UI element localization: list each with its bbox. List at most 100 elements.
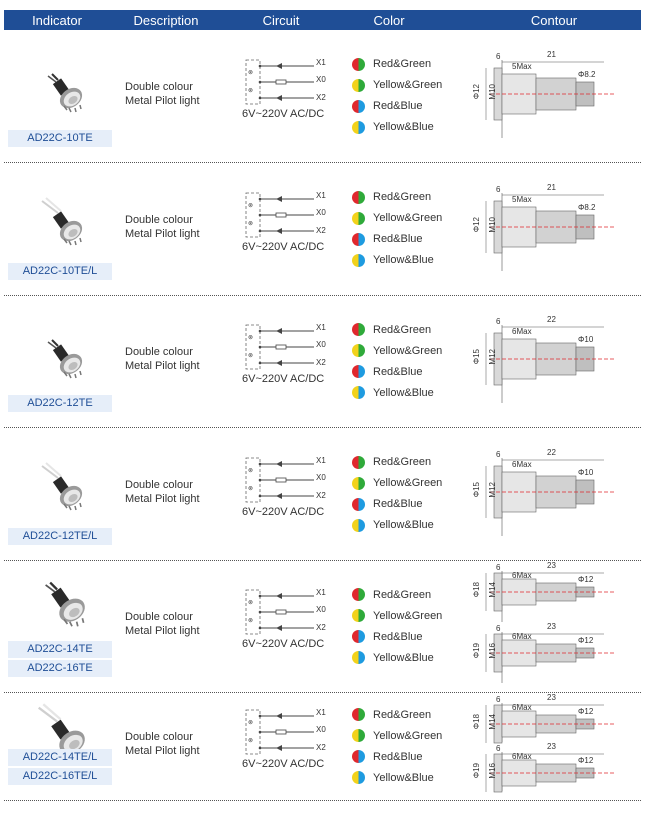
color-item: Red&Blue [352, 626, 462, 647]
color-dot-icon [352, 365, 365, 378]
description-line: Double colour [125, 213, 193, 226]
voltage-range: 6V~220V AC/DC [242, 373, 325, 385]
color-dot-icon [352, 497, 365, 511]
terminal-label: X1 [316, 190, 326, 200]
part-number-label: AD22C-16TE [8, 660, 112, 677]
dim-lens-diameter: Φ12 [578, 575, 594, 584]
part-number-label: AD22C-10TE [8, 130, 112, 147]
color-item: Red&Blue [352, 494, 462, 515]
dim-lens-diameter: Φ10 [578, 335, 594, 344]
color-dot-icon [352, 386, 365, 399]
dim-bezel-diameter: Φ12 [472, 83, 481, 99]
product-photo [34, 571, 94, 631]
dim-panel-max: 6Max [512, 327, 532, 336]
color-label: Yellow&Blue [373, 386, 434, 399]
color-item: Red&Green [352, 452, 462, 473]
color-label: Red&Blue [373, 100, 423, 112]
voltage-range: 6V~220V AC/DC [242, 638, 325, 650]
dim-total-length: 23 [547, 693, 556, 702]
terminal-label: X1 [316, 455, 326, 465]
part-number-box: AD22C-10TE [8, 130, 112, 149]
terminal-label: X1 [316, 588, 326, 597]
color-item: Red&Green [352, 54, 462, 75]
color-item: Red&Green [352, 704, 462, 725]
color-item: Yellow&Blue [352, 250, 462, 271]
header-contour: Contour [530, 12, 578, 28]
dim-total-length: 23 [547, 742, 556, 751]
color-item: Red&Blue [352, 746, 462, 767]
color-item: Red&Blue [352, 229, 462, 250]
color-label: Yellow&Green [373, 609, 443, 622]
header-color: Color [373, 12, 405, 28]
color-dot-icon [352, 750, 365, 763]
dim-thread-size: M16 [488, 763, 497, 779]
voltage-range: 6V~220V AC/DC [242, 240, 325, 253]
color-dot-icon [352, 630, 365, 643]
dim-thread-size: M10 [488, 83, 497, 100]
circuit-diagram: ⊗ ⊗ [242, 456, 332, 504]
product-photo [34, 193, 94, 253]
color-label: Yellow&Blue [373, 519, 434, 531]
svg-text:⊗: ⊗ [248, 618, 253, 624]
dim-bezel-diameter: Φ19 [472, 763, 481, 779]
terminal-label: X0 [316, 74, 326, 84]
svg-text:⊗: ⊗ [248, 486, 253, 492]
terminal-label: X2 [316, 623, 326, 632]
dim-lens-diameter: Φ12 [578, 756, 594, 765]
voltage-range: 6V~220V AC/DC [242, 107, 325, 120]
color-label: Yellow&Green [373, 477, 443, 489]
part-number-label: AD22C-14TE/L [8, 749, 112, 766]
dim-panel-max: 6Max [512, 571, 532, 580]
color-dot-icon [352, 99, 365, 113]
description-line: Metal Pilot light [125, 360, 200, 372]
terminal-label: X1 [316, 708, 326, 717]
circuit-diagram: ⊗ ⊗ [242, 588, 332, 636]
color-label: Red&Blue [373, 233, 423, 245]
product-photo [34, 326, 94, 386]
color-item: Red&Green [352, 319, 462, 340]
terminal-label: X0 [316, 472, 326, 482]
circuit-diagram: ⊗ ⊗ [242, 191, 332, 239]
svg-text:⊗: ⊗ [248, 335, 253, 341]
product-photo [34, 703, 94, 763]
terminal-label: X1 [316, 57, 326, 67]
part-number-label: AD22C-12TE [8, 395, 112, 412]
color-label: Red&Green [373, 456, 432, 468]
description-line: Metal Pilot light [125, 94, 200, 107]
color-dot-icon [352, 588, 365, 601]
color-dot-icon [352, 708, 365, 721]
description-line: Double colour [125, 611, 193, 623]
color-item: Red&Blue [352, 96, 462, 117]
dim-total-length: 22 [547, 315, 556, 324]
color-dot-icon [352, 253, 365, 267]
color-item: Yellow&Green [352, 340, 462, 361]
dim-panel-max: 6Max [512, 703, 532, 712]
color-label: Yellow&Blue [373, 651, 434, 664]
color-dot-icon [352, 190, 365, 204]
part-number-box: AD22C-12TE/L [8, 528, 112, 547]
terminal-label: X2 [316, 358, 326, 367]
terminal-label: X2 [316, 225, 326, 235]
dim-flange-width: 6 [496, 449, 501, 459]
circuit-diagram: ⊗ ⊗ [242, 58, 332, 106]
color-item: Red&Green [352, 187, 462, 208]
color-dot-icon [352, 344, 365, 357]
color-dot-icon [352, 455, 365, 469]
color-item: Red&Green [352, 584, 462, 605]
description-line: Metal Pilot light [125, 625, 200, 637]
